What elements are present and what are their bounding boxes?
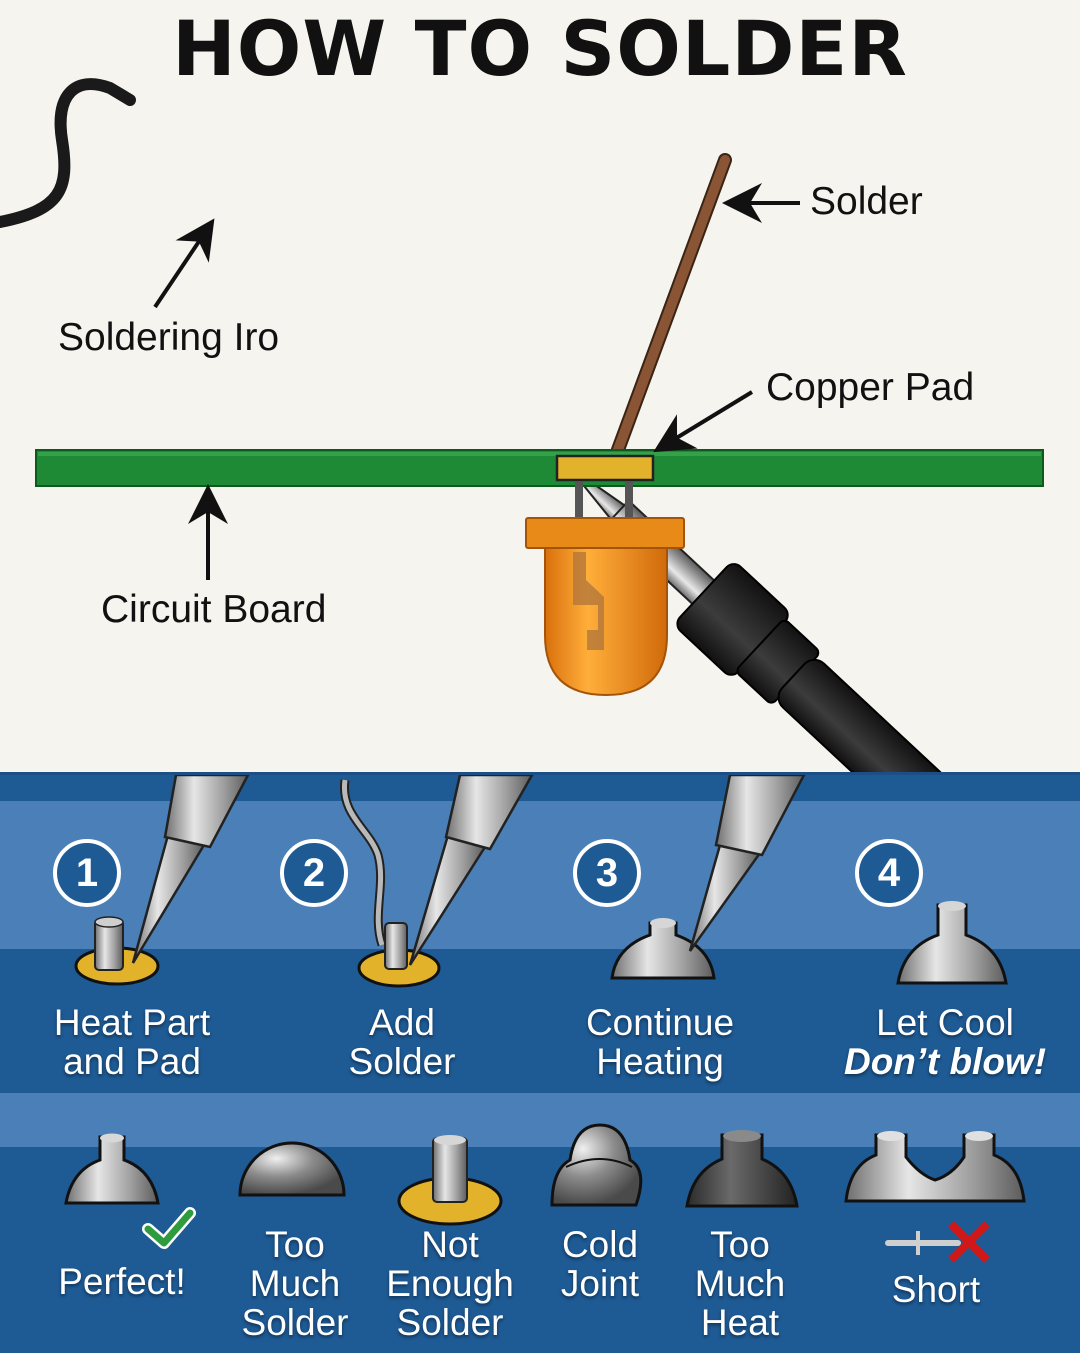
step-1-badge: 1 xyxy=(53,839,121,907)
label-circuit-board: Circuit Board xyxy=(101,588,327,631)
joint-not-enough-solder-illustration xyxy=(397,1135,503,1226)
label-copper-pad: Copper Pad xyxy=(766,366,975,409)
step-2-illustration xyxy=(339,775,534,988)
x-icon xyxy=(948,1221,990,1263)
iron-handle xyxy=(777,658,978,772)
page-title: HOW TO SOLDER xyxy=(172,4,908,93)
label-soldering-iron: Soldering Iro xyxy=(58,316,280,359)
led-component xyxy=(525,517,685,697)
arrow-soldering-iron xyxy=(153,218,215,309)
step-3-badge: 3 xyxy=(573,839,641,907)
joint-cold-joint-illustration xyxy=(550,1123,643,1207)
step-1-illustration xyxy=(74,775,250,986)
step-2-badge: 2 xyxy=(280,839,348,907)
joint-too-much-solder-illustration xyxy=(238,1141,346,1197)
step-4-illustration xyxy=(896,901,1008,985)
diagram-illustration xyxy=(0,78,1044,772)
joint-perfect-caption: Perfect! xyxy=(58,1261,186,1302)
joint-perfect-illustration xyxy=(64,1133,160,1205)
led-lead xyxy=(625,482,633,520)
joint-too-much-heat-illustration xyxy=(685,1130,799,1208)
joint-short-caption: Short xyxy=(891,1269,981,1310)
step-3-illustration xyxy=(610,775,806,980)
step-4-badge: 4 xyxy=(855,839,923,907)
arrow-copper-pad xyxy=(653,390,754,453)
diagram-panel: HOW TO SOLDER xyxy=(0,4,1044,772)
steps-illustration xyxy=(64,775,1026,1263)
iron-cable xyxy=(0,78,136,228)
copper-pad xyxy=(555,454,655,482)
label-solder: Solder xyxy=(810,180,923,223)
joint-short-illustration xyxy=(844,1131,1026,1255)
led-lead xyxy=(575,482,583,520)
